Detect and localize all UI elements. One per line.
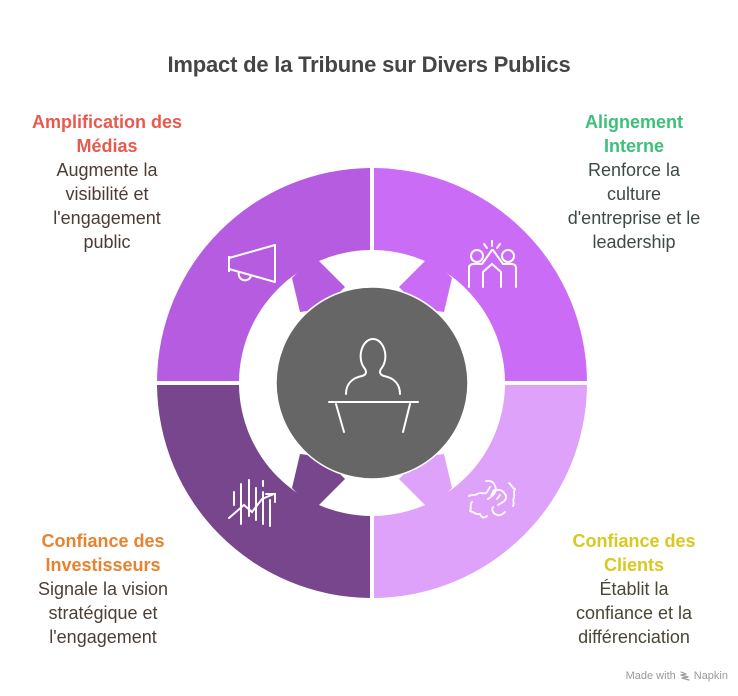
title-line: Confiance des [572,531,696,551]
segment-clients-title: Confiance des Clients [539,529,729,577]
title-line: Médias [76,136,138,156]
desc-line: Établit la [599,579,669,599]
segment-media-title: Amplification des Médias [12,110,202,158]
speaker-podium-icon [328,337,419,433]
title-line: Investisseurs [45,555,161,575]
segment-investors-description: Signale la vision stratégique et l'engag… [8,577,198,649]
segment-internal-description: Renforce la culture d'entreprise et le l… [539,158,729,254]
desc-line: Signale la vision [37,579,169,599]
title-line: Alignement [584,112,683,132]
page-title: Impact de la Tribune sur Divers Publics [167,52,571,77]
desc-line: différenciation [578,627,690,647]
desc-line: l'engagement [49,627,157,647]
segment-investors-label: Confiance des Investisseurs Signale la v… [8,529,198,649]
desc-line: Augmente la [56,160,158,180]
segment-clients [374,385,587,598]
segment-internal-label: Alignement Interne Renforce la culture d… [539,110,729,254]
desc-line: stratégique et [48,603,158,623]
title-line: Clients [603,555,664,575]
high-five-icon [468,240,517,288]
segment-media [157,168,370,381]
desc-line: d'entreprise et le [567,208,701,228]
desc-line: visibilité et [65,184,149,204]
napkin-watermark[interactable]: Made with Napkin [626,670,728,682]
center-circle [275,286,469,480]
title-line: Amplification des [31,112,183,132]
footer-brand: Napkin [693,670,728,682]
segment-investors-title: Confiance des Investisseurs [8,529,198,577]
desc-line: confiance et la [575,603,693,623]
napkin-logo-icon [680,670,690,681]
desc-line: Renforce la [587,160,681,180]
segment-media-label: Amplification des Médias Augmente la vis… [12,110,202,254]
megaphone-icon [228,244,276,283]
segment-media-description: Augmente la visibilité et l'engagement p… [12,158,202,254]
title-line: Interne [603,136,664,156]
growth-chart-icon [228,479,276,527]
segment-internal [374,168,587,381]
desc-line: public [83,232,131,252]
segment-internal-title: Alignement Interne [539,110,729,158]
fist-bump-icon [468,479,516,519]
desc-line: l'engagement [53,208,161,228]
desc-line: culture [606,184,662,204]
segment-clients-label: Confiance des Clients Établit la confian… [539,529,729,649]
segment-clients-description: Établit la confiance et la différenciati… [539,577,729,649]
title-line: Confiance des [41,531,165,551]
desc-line: leadership [592,232,676,252]
footer-label: Made with [625,670,676,682]
